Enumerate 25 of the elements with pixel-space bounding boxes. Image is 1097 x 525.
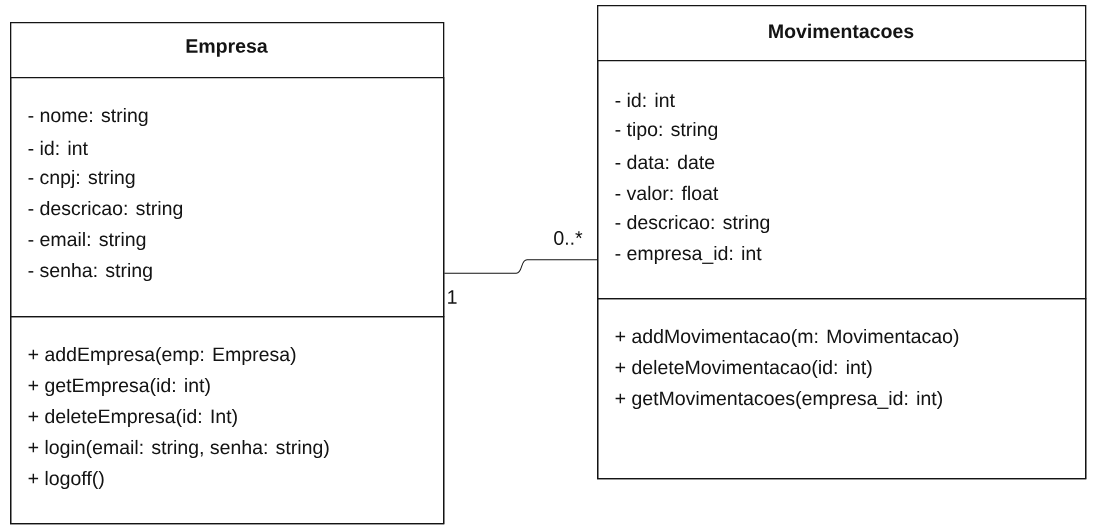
attribute-text: - id: int: [615, 92, 675, 108]
attribute-text: - descricao: string: [28, 200, 183, 220]
multiplicity-label: 0..*: [554, 231, 583, 245]
attribute-text: - nome: string: [28, 107, 148, 127]
method-text: + addEmpresa(emp: Empresa): [28, 346, 296, 366]
attribute-text: - tipo: string: [615, 121, 718, 141]
attribute-text: - id: int: [28, 140, 88, 156]
class-name: Movimentacoes: [769, 23, 914, 39]
attribute-text: - descricao: string: [615, 214, 770, 234]
attribute-text: - data: date: [615, 154, 715, 170]
method-text: + login(email: string, senha: string): [28, 439, 329, 459]
attribute-text: - senha: string: [28, 262, 152, 282]
method-text: + getMovimentacoes(empresa_id: int): [615, 390, 942, 410]
attribute-text: - email: string: [28, 231, 146, 251]
method-text: + logoff(): [28, 470, 104, 490]
attribute-text: - empresa_id: int: [615, 245, 762, 265]
association-line: [443, 259, 598, 274]
method-text: + addMovimentacao(m: Movimentacao): [615, 328, 959, 348]
attribute-text: - valor: float: [615, 185, 719, 201]
method-text: + deleteEmpresa(id: Int): [28, 408, 237, 428]
attribute-text: - cnpj: string: [28, 169, 135, 189]
multiplicity-label: 1: [448, 290, 457, 304]
method-text: + deleteMovimentacao(id: int): [615, 359, 872, 379]
class-name: Empresa: [186, 39, 268, 57]
method-text: + getEmpresa(id: int): [28, 377, 210, 397]
